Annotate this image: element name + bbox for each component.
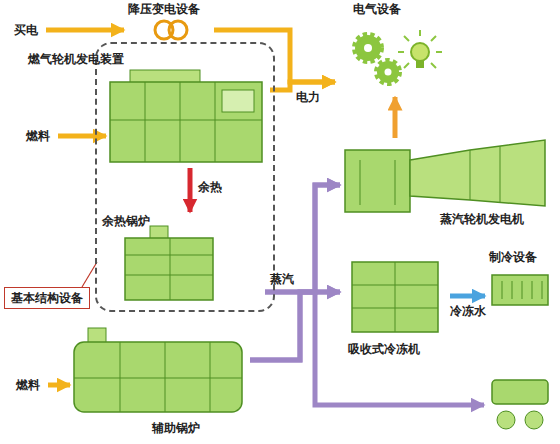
flow-arrow [393, 97, 398, 138]
bulb-base [416, 61, 424, 68]
flow-arrow [270, 82, 335, 90]
refrigeration-fins [502, 281, 542, 299]
bulb-symbol [411, 43, 429, 61]
steam-turbine-lines [360, 146, 500, 205]
heating-device [492, 380, 548, 404]
panel-line [180, 82, 181, 162]
bulb-ray [436, 51, 442, 53]
equipment-label: 电气设备 [353, 2, 401, 16]
bulb-ray [404, 63, 409, 68]
transformer-node: 降压变电设备 [128, 2, 214, 44]
basic-equipment-group: 基本结构设备燃气轮机发电装置余热锅炉 [95, 42, 275, 312]
equipment-label: 蒸汽轮机发电机 [440, 212, 524, 226]
input-label: 燃料 [16, 378, 40, 392]
fuel-input-arrow [48, 383, 70, 388]
fuel-input-arrow [58, 134, 106, 139]
boiler-line [170, 238, 171, 300]
aux-boiler-body [74, 342, 242, 412]
flow-label: 电力 [296, 90, 320, 104]
waste-heat-boiler-body [125, 238, 213, 300]
power-input-arrow [46, 28, 124, 33]
gear-symbol [377, 61, 399, 83]
flow-arrow [450, 294, 485, 299]
generator-line [395, 160, 396, 205]
input-label: 买电 [14, 23, 38, 37]
steam-turbine-node: 蒸汽轮机发电机 [340, 138, 550, 230]
equipment-label: 辅助锅炉 [152, 421, 200, 435]
flow-label: 蒸汽 [270, 272, 294, 286]
equipment-label: 余热锅炉 [102, 214, 150, 228]
turbine-panels [110, 82, 262, 162]
fin-line [532, 281, 533, 299]
aux-boiler-line [74, 378, 242, 379]
refrigeration-unit [492, 275, 548, 305]
aux-boiler-line [165, 342, 166, 412]
heating-fan [497, 411, 515, 429]
flow-arrow [265, 290, 340, 295]
equipment-label: 吸收式冷冻机 [348, 342, 420, 356]
gas-turbine-body [110, 82, 262, 162]
bulb-ray [398, 51, 404, 53]
electric-equipment-node: 电气设备 [335, 2, 445, 97]
steam-turbine-body [410, 140, 545, 206]
fin-line [502, 281, 503, 299]
gas-turbine-node: 燃气轮机发电装置 [100, 48, 270, 168]
equipment-label: 制冷设备 [489, 250, 537, 264]
fin-line [522, 281, 523, 299]
chiller-lines [352, 262, 438, 332]
waste-heat-boiler-node: 余热锅炉 [100, 212, 265, 304]
aux-boiler-line [210, 342, 211, 412]
gear-hole [364, 44, 372, 52]
fin-line [542, 281, 543, 299]
absorption-chiller-node: 吸收式冷冻机 [340, 250, 450, 360]
boiler-line [125, 275, 213, 276]
boiler-line [125, 255, 213, 256]
panel-line [145, 82, 146, 162]
panel-line [110, 120, 262, 121]
input-label: 燃料 [26, 129, 50, 143]
equipment-label: 降压变电设备 [128, 2, 200, 16]
absorption-chiller-body [352, 262, 438, 332]
heating-fan [525, 411, 543, 429]
aux-boiler-lines [74, 342, 242, 412]
gear-hole [385, 69, 392, 76]
callout-label: 基本结构设备 [4, 287, 90, 309]
turbine-line [470, 150, 471, 200]
panel-line [215, 82, 216, 162]
flow-label: 余热 [198, 180, 222, 194]
aux-boiler-line [120, 342, 121, 412]
flow-arrow [188, 168, 193, 212]
flow-arrow [265, 185, 340, 292]
boiler-lines [125, 238, 213, 300]
flow-label: 冷冻水 [450, 304, 486, 318]
bulb-ray [431, 63, 436, 68]
equipment-label: 燃气轮机发电装置 [28, 52, 124, 66]
turbine-vent [222, 90, 254, 112]
flow-arrow [250, 185, 340, 360]
bulb-ray [431, 36, 436, 41]
bulb-ray [419, 30, 421, 36]
gear-symbol [355, 35, 381, 61]
bulb-rays [398, 30, 442, 68]
refrigeration-node: 制冷设备 [485, 250, 555, 315]
transformer-coil [169, 21, 187, 39]
generator-body [345, 150, 410, 212]
chiller-line [395, 262, 396, 332]
aux-boiler-node: 辅助锅炉 [60, 325, 250, 440]
fin-line [512, 281, 513, 299]
flow-arrow [250, 292, 340, 360]
generator-line [360, 160, 361, 205]
turbine-line [500, 146, 501, 202]
bulb-ray [404, 36, 409, 41]
